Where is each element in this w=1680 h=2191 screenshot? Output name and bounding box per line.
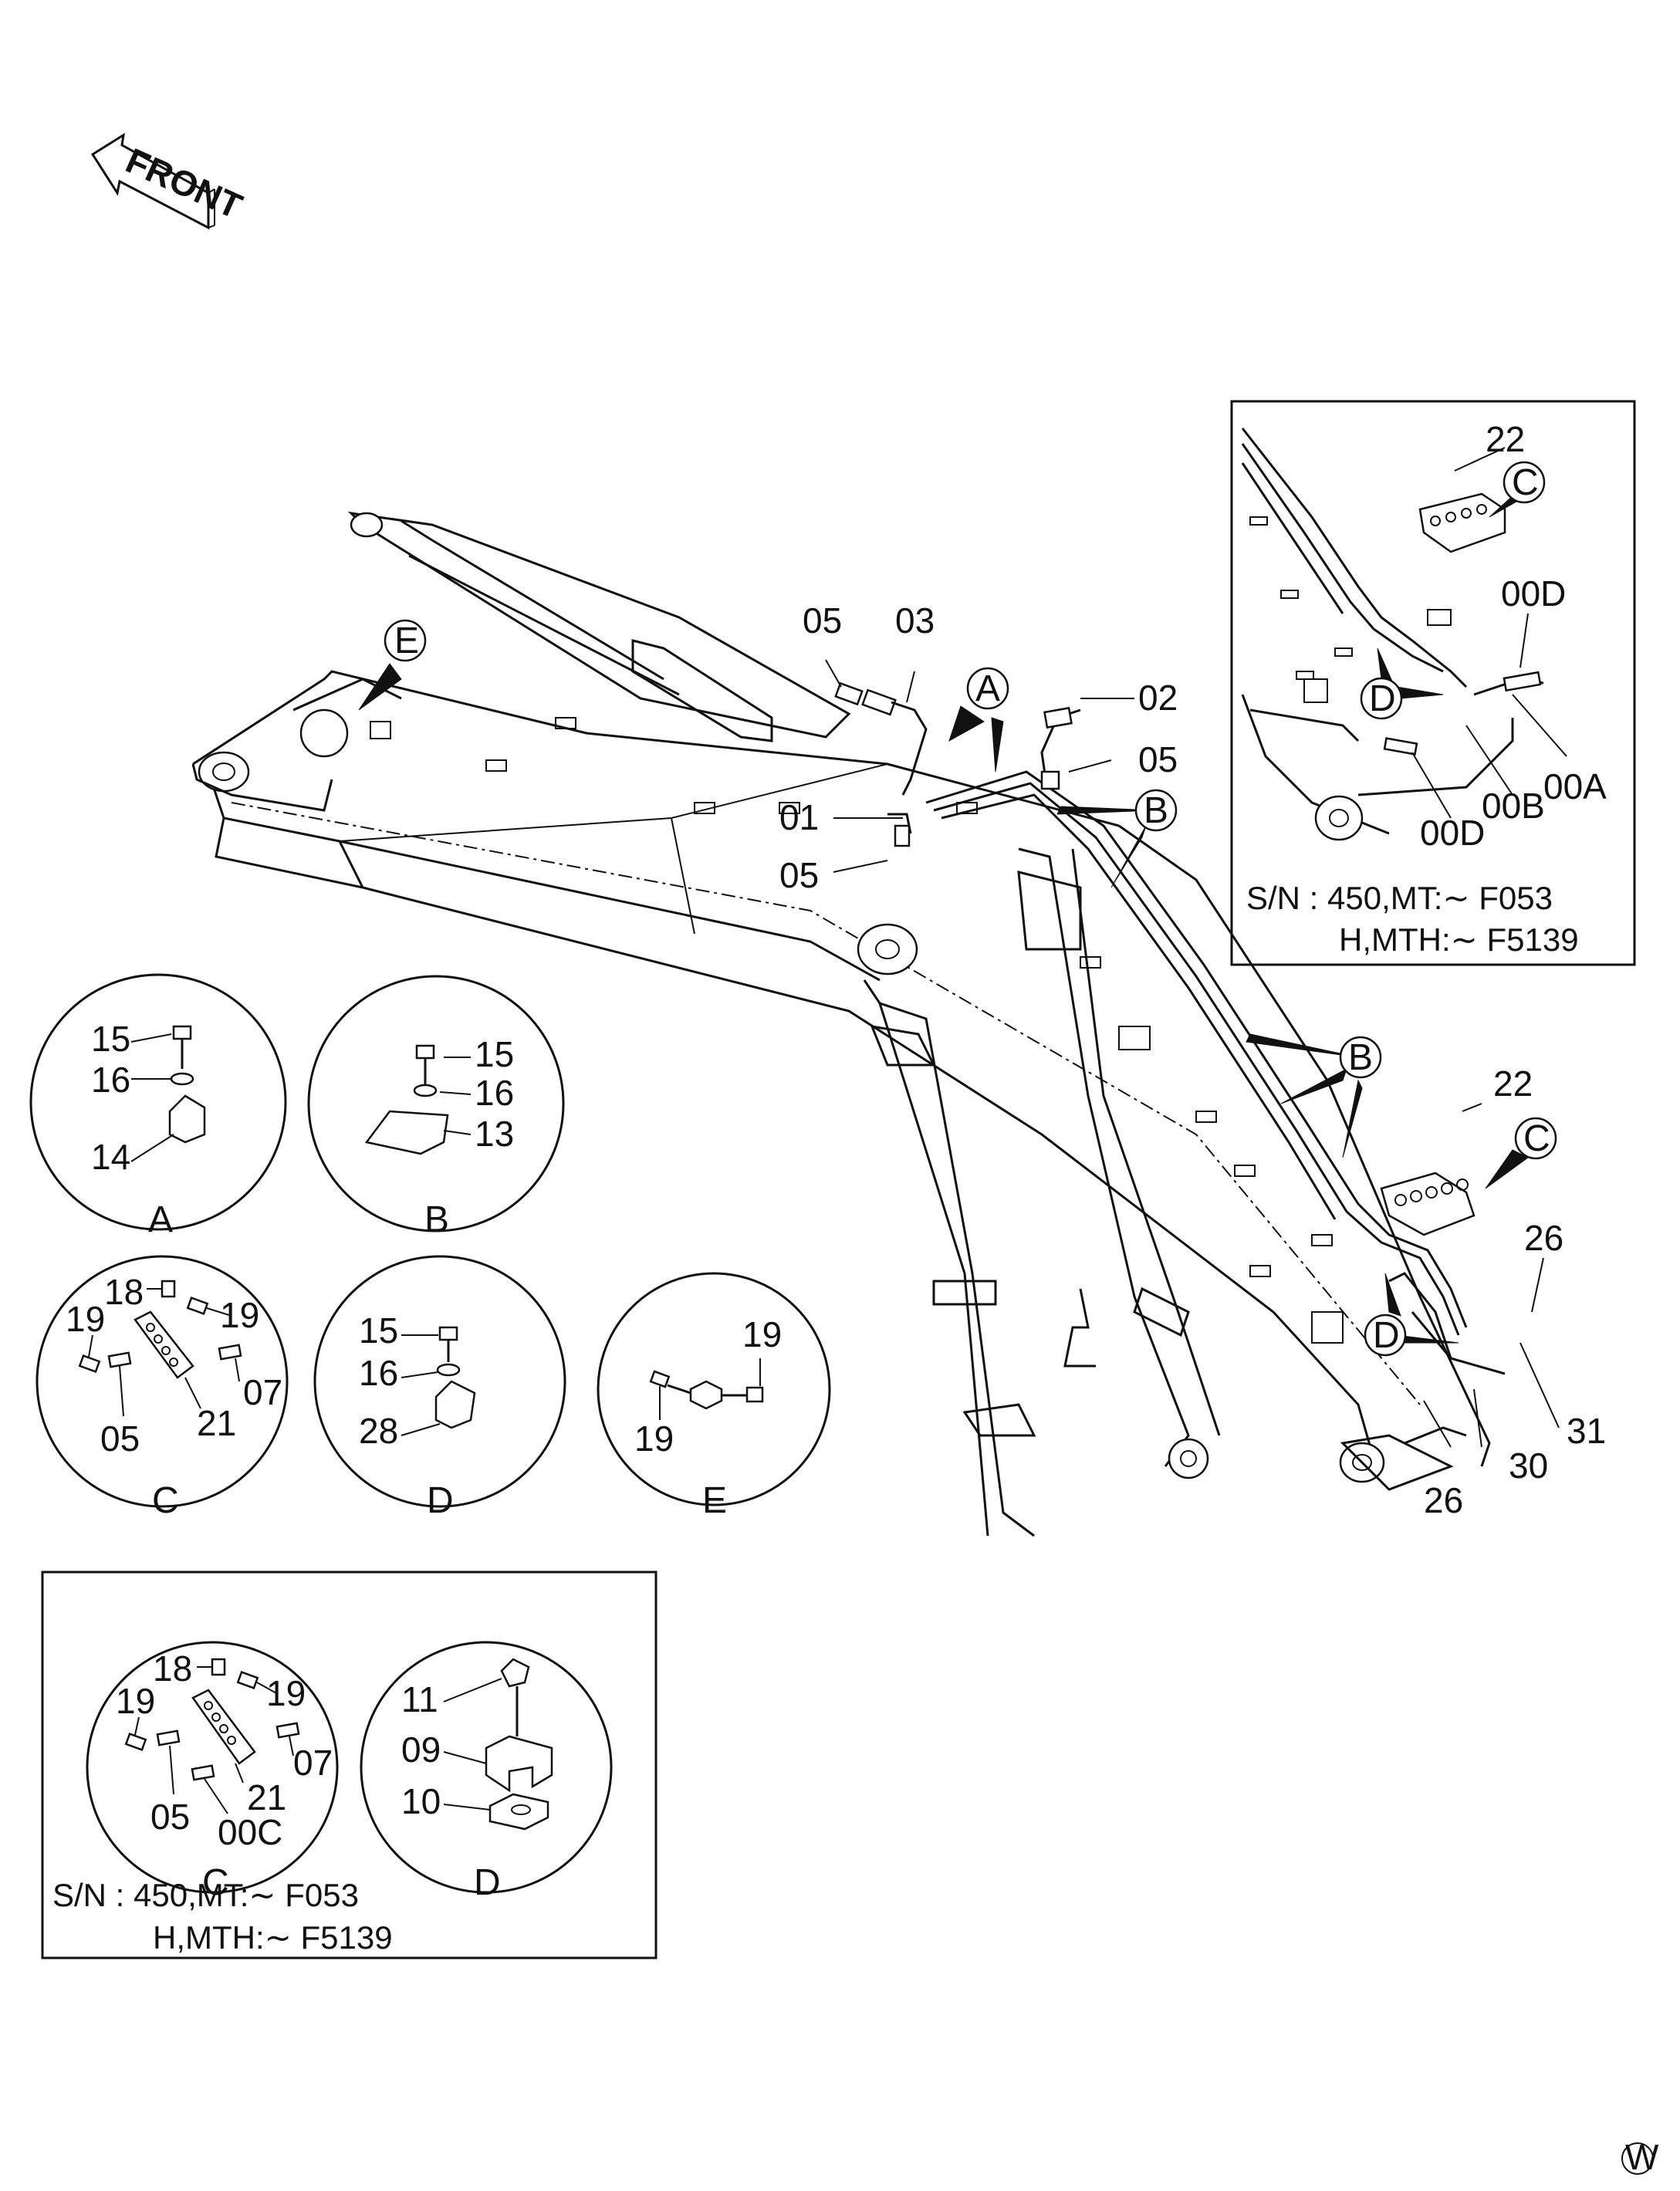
- inset-bl-D-callout-09: 09: [401, 1729, 441, 1770]
- inset-bl-C-callout-19-left: 19: [116, 1681, 155, 1721]
- detail-C-callout-19-right: 19: [220, 1295, 259, 1335]
- inset-tr-sn-line1: S/N : 450,MT:∼ F053: [1246, 880, 1553, 916]
- detail-B-callout-15: 15: [475, 1034, 514, 1074]
- inset-bl-C-callout-00C: 00C: [218, 1812, 282, 1852]
- watermark-letter: W: [1625, 2137, 1659, 2177]
- inset-bl-C-callout-18: 18: [153, 1648, 192, 1689]
- letter-B2-callout: B: [1339, 1036, 1382, 1079]
- detail-E-callout-19-right: 19: [742, 1314, 782, 1354]
- detail-D-callout-28: 28: [359, 1411, 398, 1451]
- detail-C: 18 19 19 07 05 21 C: [35, 1255, 289, 1521]
- inset-bl-C-callout-19-right: 19: [266, 1673, 306, 1713]
- detail-E-title: E: [702, 1480, 727, 1521]
- callout-22: 22: [1493, 1063, 1533, 1104]
- inset-bl-C-callout-05: 05: [150, 1797, 190, 1837]
- detail-C-callout-07: 07: [243, 1372, 282, 1412]
- callout-03: 03: [895, 600, 935, 641]
- inset-bl-D-title: D: [474, 1862, 501, 1903]
- callout-30: 30: [1509, 1445, 1548, 1486]
- detail-A-callout-16: 16: [91, 1060, 130, 1100]
- letter-B-upper: B: [1144, 790, 1168, 831]
- inset-tr-callout-00D-top: 00D: [1501, 573, 1566, 614]
- inset-tr-callout-00A: 00A: [1543, 766, 1607, 806]
- inset-tr-callout-00B: 00B: [1482, 786, 1545, 826]
- letter-A: A: [975, 668, 1000, 709]
- detail-C-callout-05: 05: [100, 1418, 140, 1459]
- inset-bl-D-callout-10: 10: [401, 1781, 441, 1821]
- inset-tr-callout-22: 22: [1486, 419, 1525, 459]
- letter-B-lower: B: [1348, 1037, 1373, 1078]
- callout-31: 31: [1567, 1411, 1606, 1451]
- front-arrow-icon: FRONT: [90, 132, 248, 230]
- inset-tr-sn-line2: H,MTH:∼ F5139: [1339, 921, 1579, 958]
- inset-top-right: C D 22 00D 00A 00B 00D S/N : 450,MT:∼ F0…: [1230, 400, 1636, 966]
- main-callouts: 05 03 02 05 01 05 22 26 26 30 31: [779, 600, 1606, 1520]
- inset-bl-D-callout-11: 11: [401, 1679, 438, 1719]
- letter-E: E: [394, 620, 419, 661]
- inset-bl-detail-D: 11 09 10 D: [360, 1641, 613, 1903]
- boom-assembly-drawing: [191, 511, 1506, 1537]
- inset-bl-detail-C: 18 19 19 07 05 21 00C C: [86, 1641, 339, 1903]
- detail-A-title: A: [148, 1199, 173, 1240]
- detail-C-title: C: [152, 1480, 179, 1521]
- detail-B: 15 16 13 B: [307, 975, 565, 1240]
- detail-D-callout-16: 16: [359, 1353, 398, 1393]
- callout-05-right: 05: [1138, 739, 1178, 779]
- detail-C-callout-18: 18: [104, 1272, 144, 1312]
- inset-bl-sn-line1: S/N : 450,MT:∼ F053: [52, 1877, 359, 1913]
- letter-D: D: [1373, 1315, 1400, 1356]
- letter-C-callout: C: [1514, 1117, 1557, 1160]
- inset-tr-callout-00D-bottom: 00D: [1420, 813, 1485, 853]
- inset-bl-C-callout-21: 21: [247, 1777, 286, 1817]
- callout-05-top: 05: [803, 600, 842, 641]
- detail-A: 16 15 14 A: [29, 973, 287, 1240]
- detail-E-callout-19-left: 19: [634, 1418, 674, 1459]
- detail-E: 19 19 E: [597, 1272, 831, 1521]
- detail-D-callout-15: 15: [359, 1310, 398, 1351]
- detail-C-callout-19-left: 19: [66, 1299, 105, 1339]
- detail-C-callout-21: 21: [197, 1403, 236, 1443]
- watermark-badge: W: [1621, 2137, 1659, 2177]
- callout-01: 01: [779, 797, 819, 837]
- letter-B1-callout: B: [1134, 789, 1178, 832]
- callout-05-left: 05: [779, 855, 819, 895]
- main-leader-lines: [825, 659, 1560, 1448]
- inset-bottom-left: 18 19 19 07 05 21 00C C 11 09 10 D S/N :…: [41, 1571, 657, 1959]
- callout-26-upper: 26: [1524, 1218, 1563, 1258]
- inset-bl-sn-line2: H,MTH:∼ F5139: [153, 1919, 393, 1956]
- callout-26-lower: 26: [1424, 1480, 1463, 1520]
- detail-B-callout-13: 13: [475, 1114, 514, 1154]
- letter-D-callout: D: [1364, 1314, 1407, 1357]
- detail-A-callout-15: 15: [91, 1019, 130, 1059]
- detail-D: 15 16 28 D: [313, 1255, 566, 1521]
- detail-D-title: D: [427, 1480, 454, 1521]
- inset-tr-letter-D: D: [1369, 678, 1396, 719]
- letter-C: C: [1523, 1118, 1550, 1159]
- callout-02: 02: [1138, 678, 1178, 718]
- letter-A-callout: A: [966, 667, 1009, 710]
- inset-bl-C-title: C: [202, 1862, 229, 1903]
- inset-bl-C-callout-07: 07: [293, 1743, 333, 1783]
- front-arrow-label: FRONT: [120, 140, 248, 227]
- letter-E-callout: E: [384, 619, 427, 662]
- reference-pointers: [358, 663, 1529, 1344]
- inset-tr-letter-C: C: [1512, 462, 1539, 503]
- detail-A-callout-14: 14: [91, 1137, 130, 1177]
- detail-B-title: B: [424, 1199, 449, 1240]
- detail-B-callout-16: 16: [475, 1073, 514, 1113]
